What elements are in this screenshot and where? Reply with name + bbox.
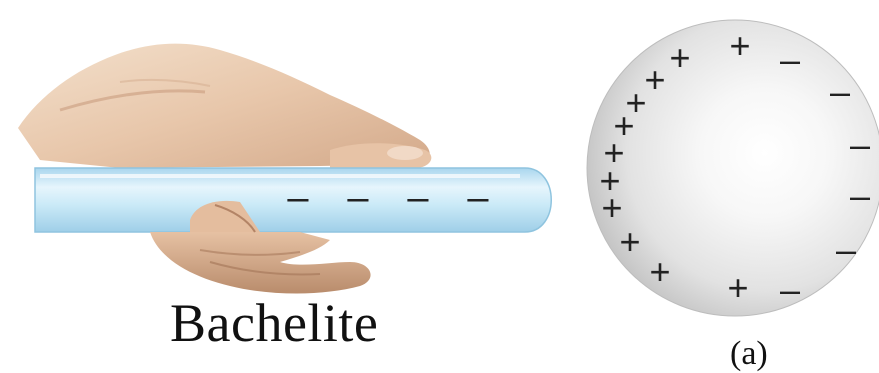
sphere-plus-3: + bbox=[644, 59, 665, 100]
sphere-plus-1: + bbox=[669, 37, 690, 78]
sphere-plus-5: + bbox=[613, 105, 634, 146]
sphere-minus-5: – bbox=[836, 229, 856, 270]
sphere-minus-1: – bbox=[780, 39, 800, 80]
sphere-plus-6: + bbox=[603, 132, 624, 173]
electrostatic-induction-diagram: – – – – + + + + + + + + + + + – – bbox=[18, 19, 879, 317]
sphere-minus-6: – bbox=[780, 269, 800, 310]
sphere-plus-4: + bbox=[625, 82, 646, 123]
sphere-plus-7: + bbox=[599, 160, 620, 201]
rod-charge-1: – bbox=[287, 177, 309, 219]
sphere-negative-charges: – – – – – – – bbox=[780, 39, 870, 310]
sphere-plus-8: + bbox=[601, 187, 622, 228]
figure-label: (a) bbox=[730, 335, 768, 372]
rod-charge-2: – bbox=[347, 177, 369, 219]
sphere-positive-charges: + + + + + + + + + + + bbox=[599, 25, 750, 308]
bakelite-rod: – – – – bbox=[34, 167, 552, 233]
fingers bbox=[150, 200, 371, 294]
sphere-plus-9: + bbox=[619, 221, 640, 262]
rod-material-caption: Bachelite bbox=[170, 293, 379, 353]
hand bbox=[18, 43, 432, 169]
rod-negative-charges: – – – – bbox=[287, 177, 489, 219]
sphere-plus-10: + bbox=[649, 251, 670, 292]
sphere-minus-3: – bbox=[850, 124, 870, 165]
sphere-minus-2: – bbox=[830, 71, 850, 112]
sphere-plus-2: + bbox=[729, 25, 750, 66]
sphere-plus-11: + bbox=[727, 267, 748, 308]
conducting-sphere: + + + + + + + + + + + – – – – – – – bbox=[586, 19, 879, 317]
rod-charge-3: – bbox=[407, 177, 429, 219]
rod-charge-4: – bbox=[467, 177, 489, 219]
sphere-minus-4: – bbox=[850, 175, 870, 216]
